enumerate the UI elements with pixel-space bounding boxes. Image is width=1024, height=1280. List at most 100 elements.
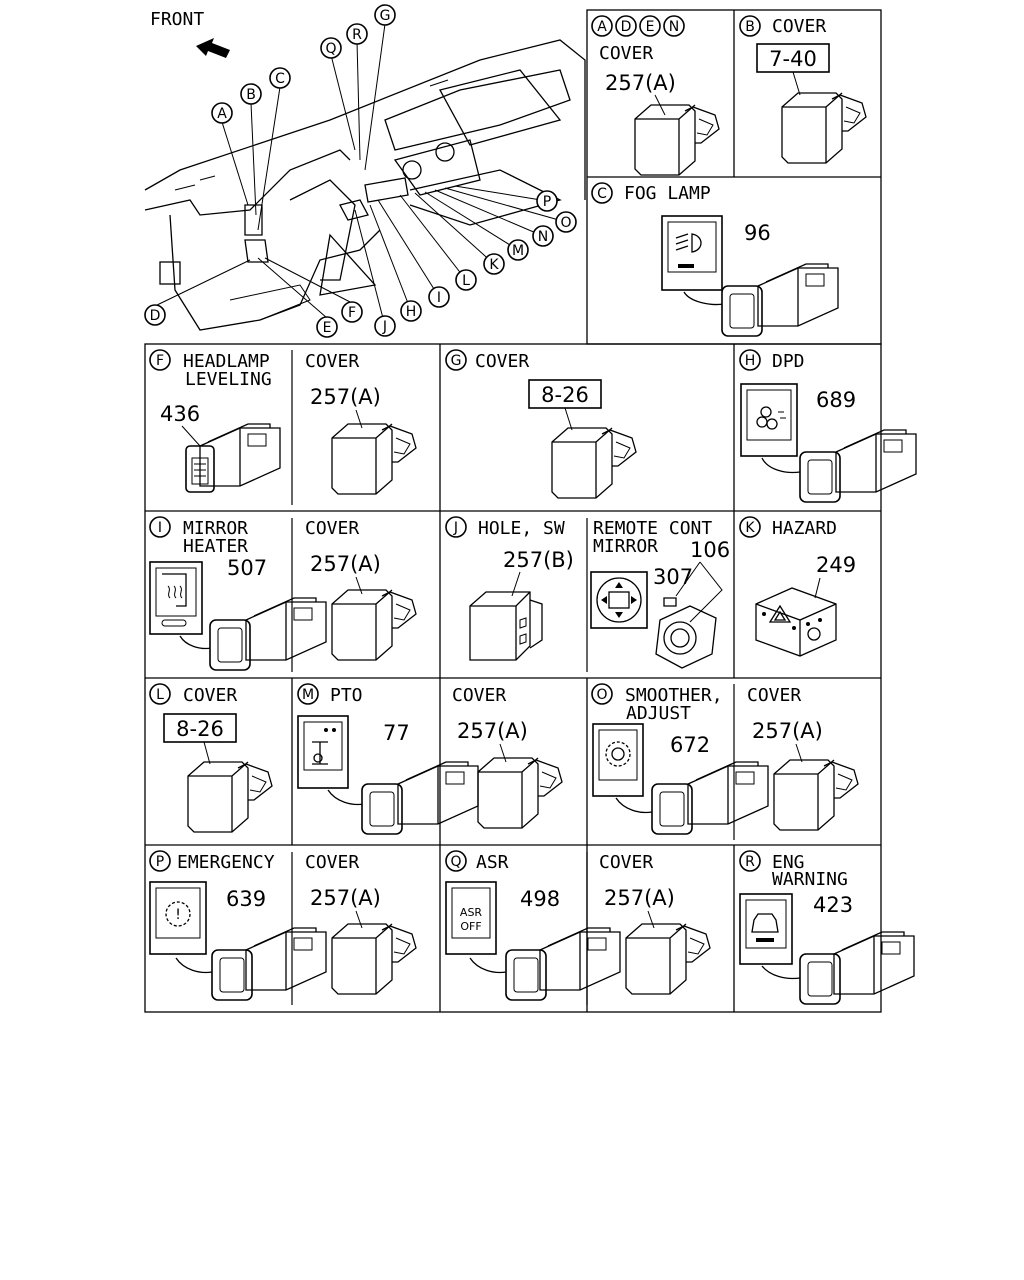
- cell-title: ASR: [476, 852, 509, 873]
- callout-p: P: [536, 190, 558, 212]
- switch-body-drawing: [757, 263, 839, 327]
- cell-subtitle: COVER: [599, 43, 653, 64]
- part-number: 257(A): [752, 719, 823, 743]
- cell-title: FOG LAMP: [624, 183, 711, 204]
- svg-text:G: G: [380, 8, 391, 24]
- svg-text:D: D: [621, 19, 632, 35]
- reference-box: [756, 43, 830, 73]
- smoother-icon: [592, 723, 644, 797]
- svg-text:F: F: [156, 353, 164, 369]
- cell-k: K HAZARD 249: [739, 516, 856, 657]
- cell-title: SMOOTHER,: [625, 685, 723, 706]
- cell-q: Q ASR 498 ASR OFF: [445, 850, 621, 1001]
- letter-e: E: [639, 15, 661, 37]
- svg-text:K: K: [745, 520, 755, 536]
- svg-text:P: P: [543, 194, 551, 210]
- cell-title: COVER: [599, 852, 653, 873]
- front-arrow-icon: [196, 38, 230, 58]
- cell-l: L COVER 8-26: [149, 683, 273, 833]
- cell-o: O SMOOTHER, ADJUST 672: [591, 683, 769, 835]
- dpd-icon: [740, 383, 798, 457]
- cover-part-drawing: [331, 423, 417, 495]
- emergency-brake-icon: !: [149, 881, 207, 955]
- front-label: FRONT: [150, 9, 204, 30]
- cell-remote-mirror: REMOTE CONT MIRROR 106 307: [590, 518, 730, 669]
- cell-r: R ENG WARNING 423: [739, 850, 915, 1005]
- part-number: 423: [813, 893, 853, 917]
- svg-text:R: R: [352, 27, 362, 43]
- callout-e: E: [316, 316, 338, 338]
- cover-part-drawing: [331, 589, 417, 661]
- callout-r: R: [346, 23, 368, 45]
- part-number: 257(A): [605, 71, 676, 95]
- cell-i-cover: COVER 257(A): [305, 518, 417, 661]
- part-number: 257(A): [457, 719, 528, 743]
- grid-frame: [144, 9, 882, 1013]
- cell-title: COVER: [772, 16, 826, 37]
- svg-text:M: M: [302, 687, 314, 703]
- cell-subtitle: ADJUST: [626, 703, 691, 724]
- cell-title: HAZARD: [772, 518, 837, 539]
- svg-text:ASR: ASR: [460, 906, 483, 919]
- part-number: 689: [816, 388, 856, 412]
- svg-text:N: N: [538, 229, 548, 245]
- svg-text:OFF: OFF: [460, 920, 481, 933]
- hazard-switch-drawing: [755, 587, 837, 657]
- part-number: 257(A): [310, 886, 381, 910]
- cell-p-cover: COVER 257(A): [305, 852, 417, 995]
- switch-face-drawing: [361, 783, 403, 835]
- reference-number: 8-26: [541, 383, 589, 407]
- letter-d: D: [615, 15, 637, 37]
- svg-text:P: P: [156, 854, 164, 870]
- callout-h: H: [400, 300, 422, 322]
- svg-text:Q: Q: [325, 41, 336, 57]
- cell-title: COVER: [747, 685, 801, 706]
- cover-part-drawing: [331, 923, 417, 995]
- cell-title: HOLE, SW: [478, 518, 565, 539]
- switch-face-drawing: [209, 619, 251, 671]
- switch-body-drawing: [245, 927, 327, 991]
- callout-m: M: [507, 239, 529, 261]
- cell-subtitle: WARNING: [772, 869, 848, 890]
- cell-title: COVER: [305, 852, 359, 873]
- cell-title: MIRROR: [183, 518, 248, 539]
- cell-title: COVER: [475, 351, 529, 372]
- cell-c: C FOG LAMP 96: [591, 182, 839, 337]
- part-number: 77: [383, 721, 410, 745]
- switch-body-drawing: [245, 597, 327, 661]
- svg-text:I: I: [158, 520, 162, 536]
- svg-text:G: G: [451, 353, 462, 369]
- svg-text:O: O: [560, 215, 571, 231]
- callout-k: K: [483, 253, 505, 275]
- cell-q-cover: COVER 257(A): [599, 852, 711, 995]
- switch-face-drawing: [799, 451, 841, 503]
- hole-switch-plug-drawing: [469, 591, 543, 661]
- svg-text:!: !: [175, 907, 181, 923]
- cover-part-drawing: [773, 759, 859, 831]
- cell-title: COVER: [183, 685, 237, 706]
- callout-n: N: [532, 225, 554, 247]
- part-number: 639: [226, 887, 266, 911]
- callout-circles: A B C D E F G H I J K L M N O P Q R: [144, 4, 577, 338]
- reference-box: [163, 713, 237, 743]
- letter-a: A: [591, 15, 613, 37]
- cell-title: ENG: [772, 852, 805, 873]
- svg-text:C: C: [275, 71, 285, 87]
- svg-text:L: L: [156, 687, 164, 703]
- svg-text:A: A: [597, 19, 607, 35]
- part-number: 106: [690, 538, 730, 562]
- svg-text:B: B: [246, 87, 256, 103]
- cell-j: J HOLE, SW 257(B): [445, 516, 574, 661]
- svg-text:K: K: [489, 257, 499, 273]
- svg-text:O: O: [596, 687, 607, 703]
- cell-title: DPD: [772, 351, 805, 372]
- callout-c: C: [269, 67, 291, 89]
- callout-i: I: [428, 286, 450, 308]
- svg-text:E: E: [646, 19, 655, 35]
- cell-subtitle: LEVELING: [185, 369, 272, 390]
- switch-body-drawing: [835, 429, 917, 493]
- cell-b: B COVER 7-40: [739, 15, 867, 164]
- callout-q: Q: [320, 37, 342, 59]
- switch-body-drawing: [833, 931, 915, 995]
- svg-text:A: A: [217, 106, 227, 122]
